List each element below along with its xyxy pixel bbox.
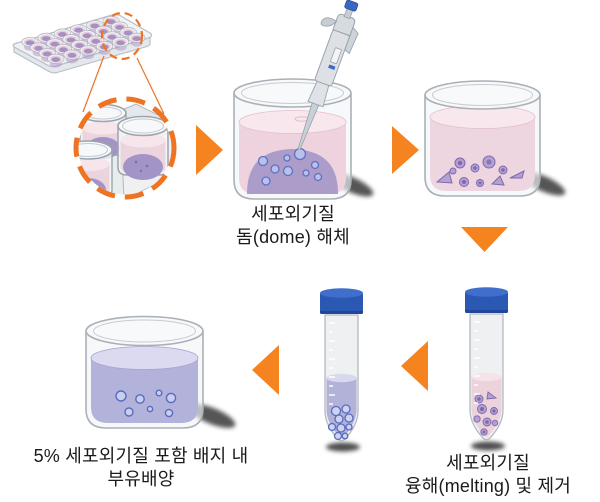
arrow-down-icon	[461, 227, 508, 252]
label-line: 5% 세포외기질 포함 배지 내	[33, 446, 249, 466]
settled-fragments	[473, 391, 499, 436]
plate-highlight-circle	[100, 11, 144, 61]
label-suspension-culture: 5% 세포외기질 포함 배지 내 부유배양	[2, 445, 280, 491]
label-line: 돔(dome) 해체	[236, 227, 350, 247]
beaker-suspension-icon	[85, 315, 236, 429]
well-plate-icon	[12, 11, 165, 115]
suspension-bubbles	[115, 389, 177, 418]
label-line: 부유배양	[107, 469, 175, 489]
organoid-dots	[257, 147, 323, 186]
tube-suspension-icon	[320, 288, 363, 452]
label-line: 세포외기질	[251, 204, 335, 224]
magnifier-circle-icon	[73, 96, 177, 200]
arrow-left-icon	[401, 341, 428, 391]
arrow-left-icon	[252, 345, 279, 395]
magnifier-dashed-ring	[73, 96, 177, 200]
label-line: 융해(melting) 및 제거	[404, 476, 571, 496]
suspension-organoids	[327, 404, 354, 441]
label-dome-dissociation: 세포외기질 돔(dome) 해체	[193, 203, 393, 249]
label-melting-removal: 세포외기질 융해(melting) 및 제거	[378, 452, 598, 498]
arrow-right-icon	[392, 126, 419, 174]
label-line: 세포외기질	[446, 453, 530, 473]
beaker-fragments-icon	[424, 80, 566, 197]
ecm-fragments	[435, 155, 525, 187]
arrow-right-icon	[196, 125, 223, 175]
tube-fragments-icon	[465, 287, 508, 451]
beaker-dome-icon	[233, 0, 374, 200]
pipette-icon	[297, 0, 359, 151]
